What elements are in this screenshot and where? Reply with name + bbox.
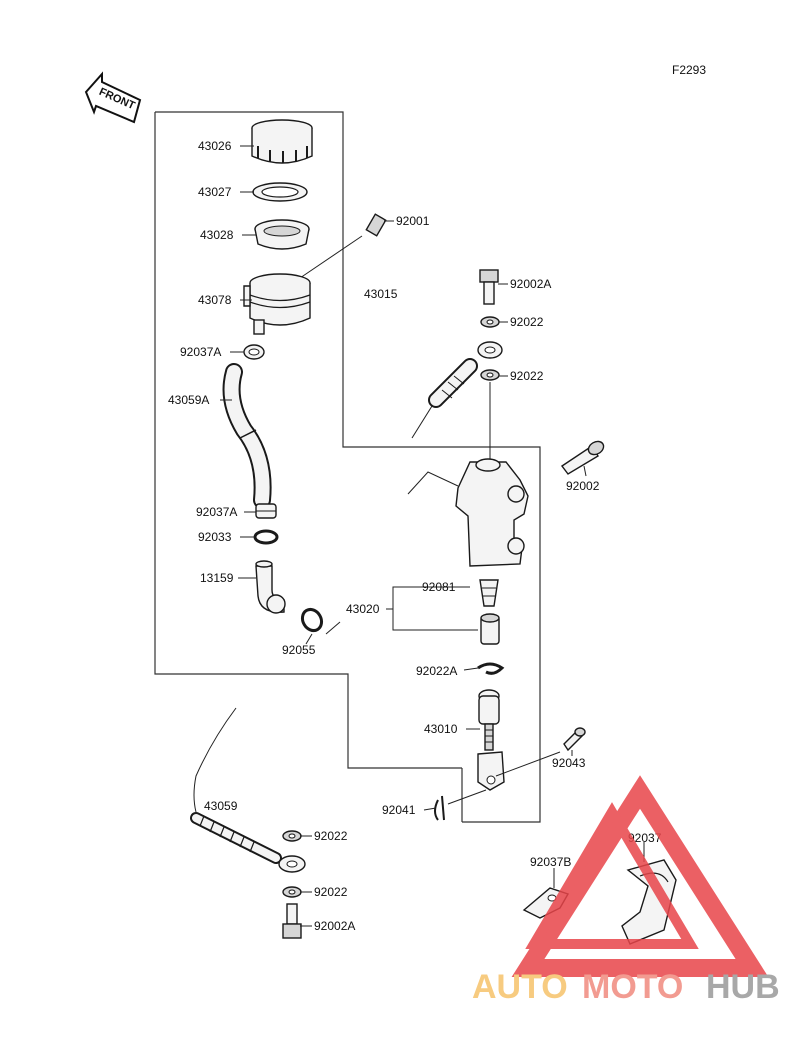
watermark-moto: MOTO (582, 968, 683, 1006)
o-ring-92055 (300, 607, 341, 635)
label-92002A-top: 92002A (510, 277, 551, 291)
watermark-triangle-outer (511, 775, 769, 977)
label-92041: 92041 (382, 803, 416, 817)
label-43059A: 43059A (168, 393, 209, 407)
banjo-bolt-top (479, 269, 499, 305)
label-43020: 43020 (346, 602, 380, 616)
label-92022-a: 92022 (510, 315, 544, 329)
master-cylinder-body (407, 458, 529, 567)
reservoir-hose (222, 363, 272, 509)
watermark-hub: HUB (706, 968, 780, 1006)
label-92037A-bottom: 92037A (196, 505, 237, 519)
o-ring-92033 (253, 529, 279, 545)
label-43078: 43078 (198, 293, 232, 307)
hose-clamp-bottom (255, 503, 277, 519)
label-92037B: 92037B (530, 855, 571, 869)
piston (480, 613, 500, 645)
label-92022-d: 92022 (314, 885, 348, 899)
label-92002A-bottom: 92002A (314, 919, 355, 933)
label-43028: 43028 (200, 228, 234, 242)
mounting-bolt (560, 440, 605, 475)
brake-hose-upper (411, 341, 503, 439)
brake-hose-lower (190, 707, 306, 873)
push-rod-assembly (477, 689, 505, 791)
watermark-triangle-inner (525, 802, 699, 949)
washer-92022-upper (480, 316, 500, 328)
circlip-92022A (477, 662, 505, 675)
washer-92022-c (282, 830, 302, 842)
diaphragm-plate (252, 182, 308, 202)
label-92033: 92033 (198, 530, 232, 544)
label-92022-b: 92022 (510, 369, 544, 383)
hose-clamp-top (243, 344, 265, 360)
washer-92022-d (282, 886, 302, 898)
elbow-fitting (255, 560, 286, 614)
label-92081: 92081 (422, 580, 456, 594)
part-number-labels: 43026 43027 43028 92001 43078 43015 9200… (168, 139, 662, 933)
watermark-auto: AUTO (472, 968, 568, 1006)
label-13159: 13159 (200, 571, 234, 585)
cotter-pin (434, 789, 487, 821)
reservoir-cap (251, 119, 313, 164)
watermark-logo: AUTO MOTO HUB (472, 775, 780, 1006)
banjo-bolt-bottom (282, 903, 302, 939)
label-92037A-top: 92037A (180, 345, 221, 359)
reservoir-tank (243, 273, 311, 335)
kit-bracket-43020 (386, 586, 478, 631)
label-92022A: 92022A (416, 664, 457, 678)
label-43010: 43010 (424, 722, 458, 736)
washer-92022-lower (480, 369, 500, 381)
figure-code: F2293 (672, 63, 706, 77)
label-92001: 92001 (396, 214, 430, 228)
leader-lines (195, 145, 645, 927)
clevis-pin (495, 727, 586, 777)
front-arrow-icon: FRONT (84, 71, 142, 124)
label-43026: 43026 (198, 139, 232, 153)
label-43027: 43027 (198, 185, 232, 199)
label-43059: 43059 (204, 799, 238, 813)
piston-cup (479, 579, 499, 607)
label-92055: 92055 (282, 643, 316, 657)
label-92002: 92002 (566, 479, 600, 493)
label-92037: 92037 (628, 831, 662, 845)
label-43015: 43015 (364, 287, 398, 301)
diaphragm (254, 219, 310, 250)
label-92043: 92043 (552, 756, 586, 770)
label-92022-c: 92022 (314, 829, 348, 843)
bolt-92001 (299, 213, 387, 279)
assembly-frame (154, 111, 541, 823)
